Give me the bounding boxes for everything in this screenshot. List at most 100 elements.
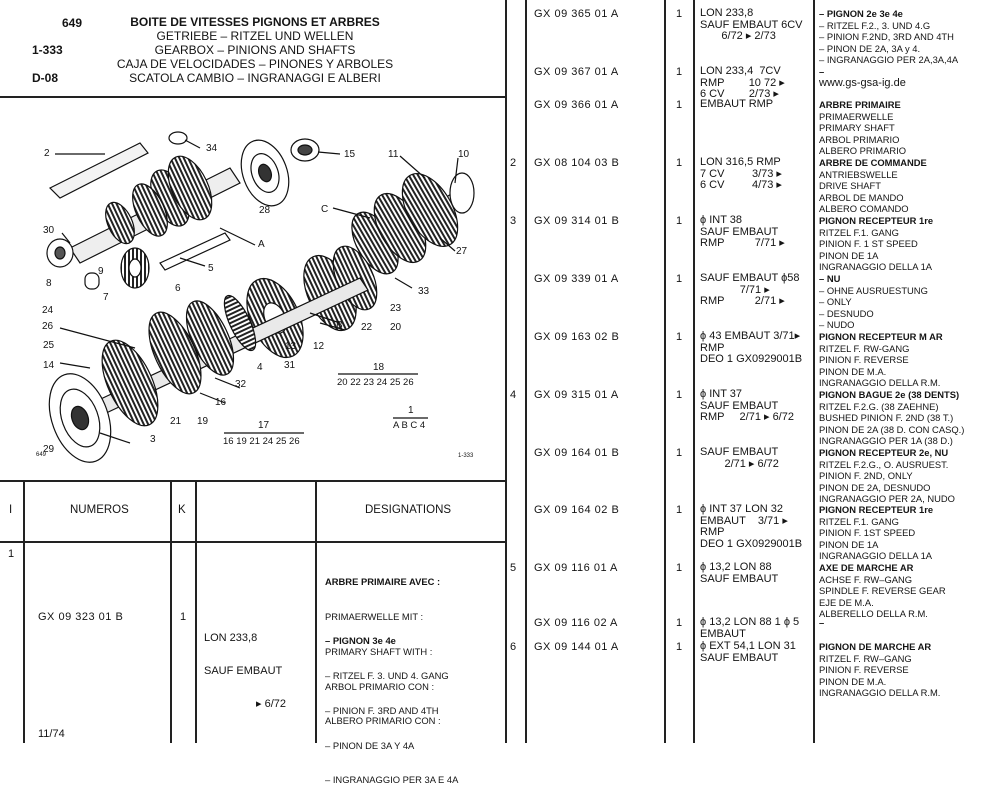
left-divider-spec [315, 480, 317, 743]
designation-line: ALBERELLO DELLA R.M. [819, 608, 928, 620]
table-header-rule [0, 541, 505, 543]
row-part-number: GX 09 366 01 A [534, 99, 619, 111]
row-spec: ϕ EXT 54,1 LON 31 SAUF EMBAUT [700, 640, 796, 664]
footer-date: 11/74 [38, 728, 65, 740]
exploded-gearbox-diagram [46, 131, 475, 463]
callout-33: 33 [418, 286, 430, 297]
row-qty: 1 [676, 8, 683, 20]
designation-line: RITZEL F.2.G. (38 ZAEHNE) [819, 400, 939, 412]
row-spec: LON 233,8 SAUF EMBAUT 6CV 6/72 ▸ 2/73 [700, 7, 803, 42]
row-spec: ϕ 13,2 LON 88 SAUF EMBAUT [700, 561, 779, 585]
title-de: GETRIEBE – RITZEL UND WELLEN [156, 29, 354, 43]
designation-line: ARBRE DE COMMANDE [819, 157, 927, 168]
page-title: BOITE DE VITESSES PIGNONS ET ARBRES GETR… [110, 15, 400, 85]
title-fr: BOITE DE VITESSES PIGNONS ET ARBRES [130, 15, 380, 29]
row-qty: 1 [676, 562, 683, 574]
designation-line: RITZEL F.2.G., O. AUSRUEST. [819, 458, 949, 470]
designation-line: RITZEL F.1. GANG [819, 226, 899, 238]
row-part-number: GX 09 339 01 A [534, 273, 619, 285]
callout-13: 13 [285, 341, 297, 352]
designation-line: PIGNON DE MARCHE AR [819, 641, 932, 652]
code-2: 1-333 [32, 43, 63, 57]
designation-line: PIGNON RECEPTEUR M AR [819, 331, 943, 342]
row-designation: PIGNON BAGUE 2e (38 DENTS)RITZEL F.2.G. … [819, 389, 964, 447]
callout-19: 19 [197, 416, 209, 427]
designation-line: PINION F. 1 ST SPEED [819, 238, 918, 250]
designation-line: ACHSE F. RW–GANG [819, 573, 913, 585]
row-spec: EMBAUT RMP [700, 98, 774, 110]
designation-line: PIGNON RECEPTEUR 1re [819, 215, 934, 226]
row-qty: 1 [676, 66, 683, 78]
designation-line: ALBERO PRIMARIO [819, 145, 906, 157]
left-divider-numbers [170, 480, 172, 743]
callout-31: 31 [284, 360, 296, 371]
left-row-spec: LON 233,8 SAUF EMBAUT ▸ 6/72 [204, 632, 286, 710]
row-spec: ϕ 43 EMBAUT 3/71▸ RMP DEO 1 GX0929001B [700, 330, 803, 365]
designation-line: PIGNON RECEPTEUR 2e, NU [819, 447, 949, 458]
row-qty: 1 [676, 331, 683, 343]
divider-rep [525, 0, 527, 743]
callout-26: 26 [42, 321, 54, 332]
designation-line: INGRANAGGIO DELLA R.M. [819, 377, 941, 389]
row-spec: LON 316,5 RMP 7 CV 3/73 ▸ 6 CV 4/73 ▸ [700, 156, 782, 191]
row-part-number: GX 09 116 02 A [534, 617, 618, 629]
designation-line: PINION F. 2ND, ONLY [819, 470, 913, 482]
designation-line: PIGNON RECEPTEUR 1re [819, 504, 934, 515]
callout-20: 20 [390, 322, 402, 333]
left-divider-rep [23, 480, 25, 743]
callout-5: 5 [208, 263, 214, 274]
designation-line: www.gs-gsa-ig.de [819, 76, 906, 89]
callout-8: 8 [46, 278, 52, 289]
left-row-designation: – PIGNON 3e 4e – RITZEL F. 3. UND 4. GAN… [325, 635, 459, 786]
row-designation: – NU– OHNE AUSRUESTUNG– ONLY– DESNUDO– N… [819, 273, 928, 331]
divider-main [505, 0, 507, 743]
row-qty: 1 [676, 389, 683, 401]
callout-15: 15 [344, 149, 356, 160]
col-header-k: K [178, 504, 186, 516]
designation-line: PRIMARY SHAFT [819, 122, 895, 134]
row-qty: 1 [676, 215, 683, 227]
callout-6: 6 [175, 283, 181, 294]
row-spec: ϕ INT 37 SAUF EMBAUT RMP 2/71 ▸ 6/72 [700, 388, 794, 423]
designation-line: PINION F. REVERSE [819, 354, 909, 366]
designation-line: INGRANAGGIO DELLA 1A [819, 261, 933, 273]
row-qty: 1 [676, 157, 683, 169]
row-part-number: GX 09 144 01 A [534, 641, 619, 653]
left-row-avec: ARBRE PRIMAIRE AVEC : PRIMAERWELLE MIT :… [325, 576, 441, 727]
designation-line: PINON DE 1A [819, 249, 879, 261]
row-part-number: GX 09 164 01 B [534, 447, 620, 459]
callout-22: 22 [361, 322, 373, 333]
title-en: GEARBOX – PINIONS AND SHAFTS [154, 43, 356, 57]
callout-21: 21 [170, 416, 182, 427]
designation-line: PINION F. 1ST SPEED [819, 527, 916, 539]
designation-line: INGRANAGGIO DELLA 1A [819, 550, 933, 562]
row-part-number: GX 09 367 01 A [534, 66, 619, 78]
designation-line: ARBRE PRIMAIRE [819, 99, 901, 110]
left-row-rep: 1 [8, 548, 15, 560]
callout-29: 29 [43, 444, 55, 455]
designation-line: – NU [819, 273, 841, 284]
designation-line: – NUDO [819, 319, 855, 331]
designation-line: BUSHED PINION F. 2ND (38 T.) [819, 412, 954, 424]
row-designation: – [819, 617, 824, 629]
callout-7: 7 [103, 292, 109, 303]
designation-line: RITZEL F.1. GANG [819, 515, 899, 527]
callout-10: 10 [458, 149, 470, 160]
designation-line: EJE DE M.A. [819, 596, 874, 608]
designation-line: RITZEL F. RW–GANG [819, 652, 912, 664]
callout-25: 25 [43, 340, 55, 351]
row-part-number: GX 09 314 01 B [534, 215, 620, 227]
designation-line: SPINDLE F. REVERSE GEAR [819, 585, 946, 597]
designation-line: PRIMAERWELLE [819, 110, 894, 122]
designation-line: – INGRANAGGIO PER 2A,3A,4A [819, 54, 959, 66]
callout-12: 12 [313, 341, 325, 352]
row-part-number: GX 09 315 01 A [534, 389, 619, 401]
divider-spec [813, 0, 815, 743]
designation-line: – PINION F.2ND, 3RD AND 4TH [819, 31, 954, 43]
callout-14: 14 [43, 360, 55, 371]
row-part-number: GX 09 163 02 B [534, 331, 620, 343]
callout-4: 4 [257, 362, 263, 373]
